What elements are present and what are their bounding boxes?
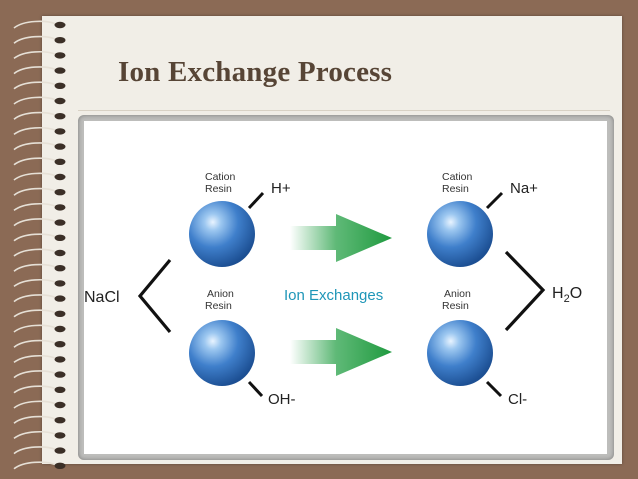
spiral-wire — [13, 461, 57, 470]
binding-hole — [54, 158, 66, 165]
ion-h-plus: H+ — [271, 180, 291, 197]
binding-hole — [54, 417, 66, 424]
spiral-wire — [13, 66, 57, 75]
spiral-wire — [13, 172, 57, 181]
binding-hole — [54, 37, 66, 44]
spiral-wire — [13, 309, 57, 318]
ion-oh-minus: OH- — [268, 391, 296, 408]
binding-hole — [54, 143, 66, 150]
spiral-wire — [13, 430, 57, 440]
process-label: Ion Exchanges — [284, 287, 383, 304]
cation-resin-sphere-left — [189, 201, 255, 267]
spiral-wire — [13, 202, 57, 212]
binding-hole — [54, 356, 66, 363]
binding-hole — [54, 204, 66, 211]
spiral-wire — [13, 263, 57, 272]
spiral-wire — [13, 354, 57, 364]
anion-resin-label-left: Anion Resin — [205, 288, 237, 312]
exchange-arrow-top — [290, 214, 392, 262]
spiral-wire — [13, 385, 57, 394]
spiral-wire — [13, 233, 57, 242]
binding-hole — [54, 82, 66, 90]
binding-hole — [54, 21, 66, 29]
anion-resin-label-right: Anion Resin — [442, 288, 474, 312]
binding-hole — [54, 113, 66, 120]
binding-hole — [54, 401, 66, 409]
anion-resin-sphere-right — [427, 320, 493, 386]
spiral-wire — [13, 157, 57, 166]
spiral-binding — [13, 20, 66, 470]
binding-hole — [54, 295, 66, 302]
spiral-wire — [13, 278, 57, 288]
input-label-nacl: NaCl — [84, 289, 120, 306]
binding-hole — [54, 386, 66, 393]
binding-hole — [54, 447, 66, 454]
ion-cl-minus: Cl- — [508, 391, 527, 408]
spiral-wire — [13, 96, 57, 105]
binding-hole — [54, 432, 66, 439]
bond-h-left — [247, 191, 265, 210]
binding-hole — [54, 52, 66, 59]
binding-hole — [54, 265, 66, 272]
anion-resin-sphere-left — [189, 320, 255, 386]
spiral-wire — [13, 339, 57, 348]
binding-hole — [54, 173, 66, 181]
title-divider — [78, 110, 610, 111]
spiral-wire — [13, 370, 57, 379]
exchange-arrow-bottom — [290, 328, 392, 376]
spiral-wire — [13, 324, 57, 333]
bond-na-right — [485, 191, 504, 210]
spiral-wire — [13, 35, 57, 44]
binding-hole — [54, 128, 66, 135]
binding-hole — [54, 280, 66, 287]
spiral-wire — [13, 218, 57, 227]
binding-hole — [54, 371, 66, 378]
binding-hole — [54, 341, 66, 348]
output-bracket — [504, 250, 546, 332]
spiral-wire — [13, 446, 57, 455]
output-label-h2o: H2O — [552, 285, 582, 305]
binding-hole — [54, 219, 66, 226]
bond-oh-left — [247, 380, 264, 398]
slide-title: Ion Exchange Process — [118, 56, 393, 88]
binding-hole — [54, 249, 66, 257]
binding-hole — [54, 325, 66, 333]
binding-hole — [54, 310, 66, 317]
spiral-wire — [13, 50, 57, 60]
spiral-wire — [13, 187, 57, 196]
cation-resin-sphere-right — [427, 201, 493, 267]
spiral-wire — [13, 81, 57, 90]
spiral-wire — [13, 415, 57, 424]
cation-resin-label-left: Cation Resin — [205, 171, 238, 195]
bond-cl-right — [485, 380, 503, 398]
input-bracket — [137, 258, 172, 334]
binding-hole — [54, 67, 66, 74]
binding-hole — [54, 462, 66, 469]
spiral-wire — [13, 142, 57, 151]
spiral-wire — [13, 20, 57, 29]
spiral-wire — [13, 126, 57, 136]
spiral-wire — [13, 111, 57, 120]
binding-hole — [54, 97, 66, 105]
spiral-wire — [13, 248, 57, 257]
spiral-wire — [13, 400, 57, 409]
diagram-panel — [84, 121, 607, 454]
spiral-wire — [13, 294, 57, 303]
ion-na-plus: Na+ — [510, 180, 538, 197]
binding-hole — [54, 234, 66, 241]
cation-resin-label-right: Cation Resin — [442, 171, 475, 195]
binding-hole — [54, 189, 66, 196]
